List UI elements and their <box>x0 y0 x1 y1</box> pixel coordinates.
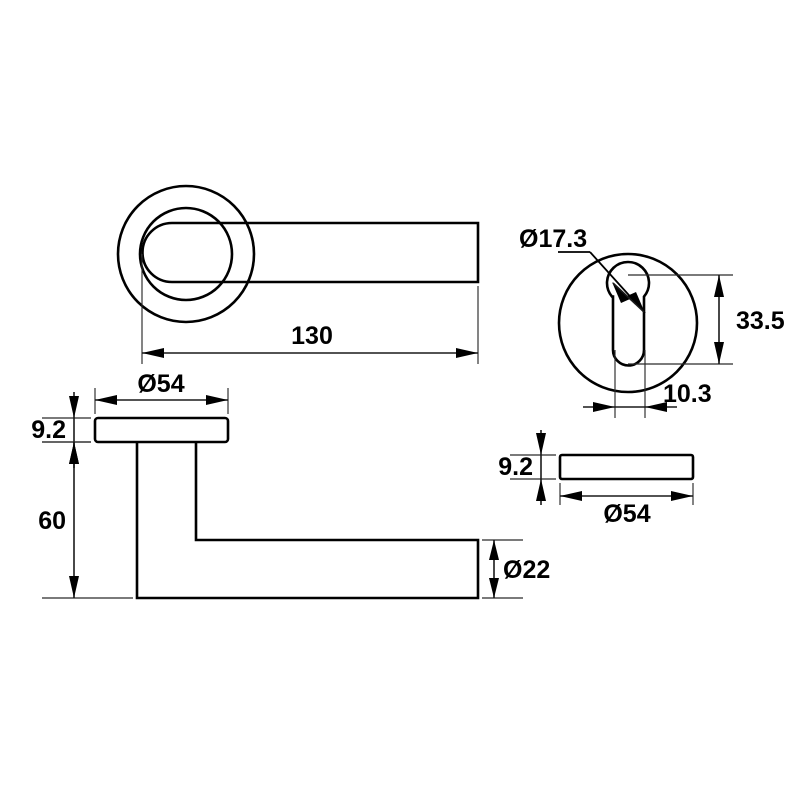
dim-label-keyhole-diameter: Ø17.3 <box>519 225 587 253</box>
lever-side-view: Ø54 9.2 60 <box>31 370 550 600</box>
dimension-lever-projection: 60 <box>38 442 79 598</box>
arrowhead-bar-bottom <box>489 578 499 598</box>
arrowhead-right <box>456 348 478 358</box>
arrowhead-keyhole-height-top <box>714 275 724 297</box>
lever-bar-outline <box>141 221 480 284</box>
dimension-keyhole-diameter: Ø17.3 <box>519 225 646 314</box>
dimension-lever-bar-diameter: Ø22 <box>489 540 550 598</box>
arrowhead-esc-dia-left <box>560 491 582 501</box>
dimension-keyhole-slot-width: 10.3 <box>583 380 712 412</box>
dim-label-esc-diameter: Ø54 <box>603 500 650 528</box>
dim-line-keyhole-diameter <box>612 282 645 313</box>
lever-neck-and-bar-outline <box>135 442 480 600</box>
dimension-lever-length: 130 <box>142 322 478 358</box>
escutcheon-plate-side-outline <box>558 453 695 481</box>
dim-label-bar-diameter: Ø22 <box>503 556 550 584</box>
dim-label-lever-projection: 60 <box>38 507 66 535</box>
arrowhead-rose-dia-left <box>95 395 117 405</box>
dim-label-lever-length: 130 <box>291 322 333 350</box>
arrowhead-esc-thickness-top <box>536 433 546 455</box>
rose-inner-circle <box>138 206 234 302</box>
escutcheon-outer-circle <box>557 252 699 394</box>
escutcheon-plan-view: Ø17.3 33.5 10.3 <box>519 225 785 418</box>
arrowhead-projection-top <box>69 442 79 464</box>
lever-plan-view: 130 <box>116 184 480 364</box>
arrowhead-keyhole-height-bottom <box>714 342 724 364</box>
arrowhead-projection-bottom <box>69 576 79 598</box>
dim-label-rose-thickness-lever: 9.2 <box>31 416 66 444</box>
dimension-rose-diameter-lever: Ø54 <box>95 370 228 405</box>
dimension-keyhole-height: 33.5 <box>714 275 785 364</box>
rose-outer-circle <box>116 184 256 324</box>
rose-plate-side-outline <box>93 416 230 444</box>
arrowhead-esc-thickness-bottom <box>536 479 546 501</box>
arrowhead-bar-top <box>489 540 499 560</box>
dim-label-slot-width: 10.3 <box>663 380 712 408</box>
arrowhead-left <box>142 348 164 358</box>
arrowhead-thickness-top <box>69 396 79 418</box>
arrowhead-rose-dia-right <box>206 395 228 405</box>
arrowhead-slot-left <box>593 402 615 412</box>
dimension-rose-thickness-lever: 9.2 <box>31 392 79 468</box>
dimension-rose-thickness-esc: 9.2 <box>498 430 546 505</box>
euro-keyhole-outline <box>605 260 651 367</box>
dim-label-esc-thickness: 9.2 <box>498 453 533 481</box>
dimension-rose-diameter-esc: Ø54 <box>560 491 693 528</box>
arrowhead-esc-dia-right <box>671 491 693 501</box>
arrowhead-slot-right <box>645 402 667 412</box>
dim-label-keyhole-height: 33.5 <box>736 307 785 335</box>
escutcheon-side-view: 9.2 Ø54 <box>498 430 695 528</box>
dim-label-rose-diameter-lever: Ø54 <box>137 370 184 398</box>
